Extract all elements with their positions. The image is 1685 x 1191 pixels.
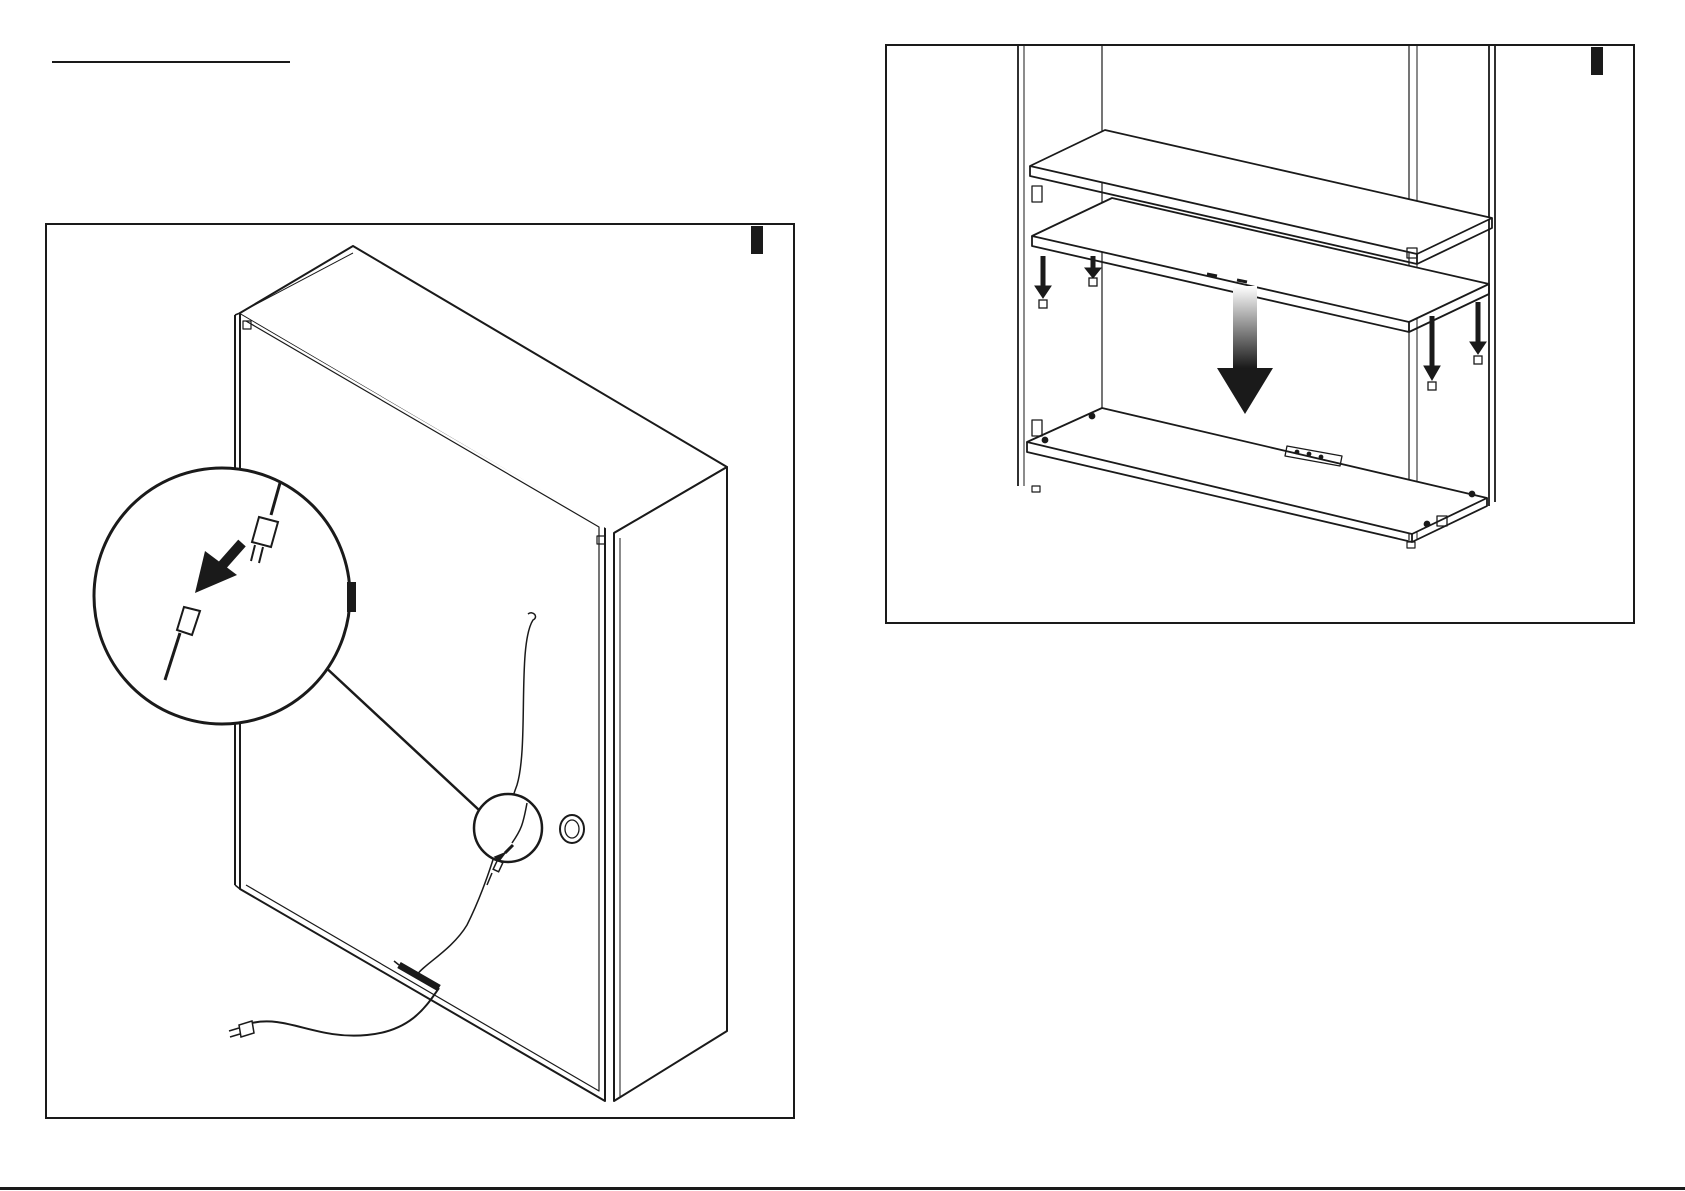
cabinet-cable-illustration [47,225,793,1117]
page-heading-rule [52,61,290,63]
cabinet-side-panel [614,467,727,1101]
instruction-panel-cable-connection [45,223,795,1119]
plug-icon [229,1021,254,1037]
page-bottom-rule [0,1187,1685,1190]
shelf-installation-illustration [887,46,1633,622]
bottom-shelf [1027,408,1487,534]
instruction-panel-shelf-installation [885,44,1635,624]
callout-tab [347,582,356,612]
shelf-lower-arrow-icon [1217,286,1273,414]
magnified-detail-callout [94,468,350,724]
